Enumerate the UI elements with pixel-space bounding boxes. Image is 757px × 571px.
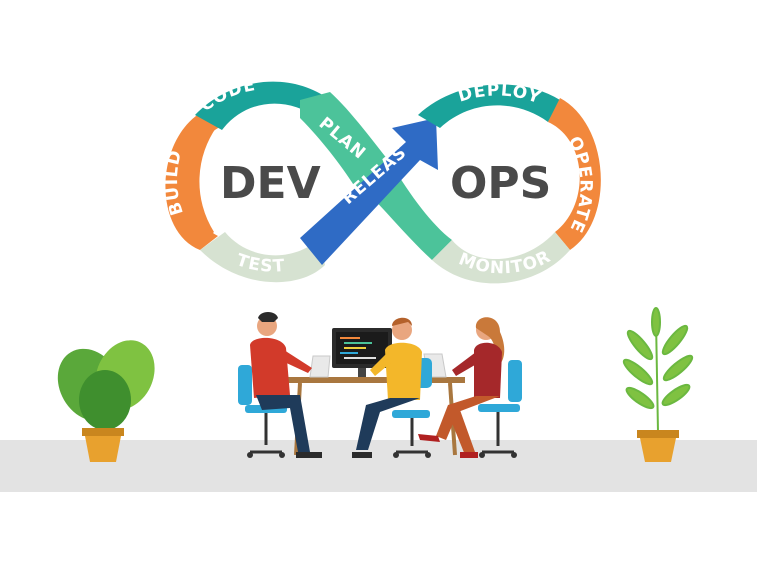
developer-red-shirt (238, 312, 322, 458)
segment-deploy (418, 84, 560, 128)
developer-red-jacket (418, 317, 522, 458)
segment-test (200, 232, 325, 283)
segment-release (300, 118, 438, 265)
developer-yellow-shirt (352, 317, 432, 458)
segment-operate (548, 98, 601, 250)
monitor (332, 328, 392, 377)
segment-code (195, 81, 330, 130)
plant-right (622, 307, 694, 433)
dev-word: DEV (220, 158, 321, 209)
segment-plan (300, 92, 392, 195)
segment-monitor (432, 232, 570, 284)
laptop-left (309, 355, 331, 378)
floor (0, 440, 757, 492)
segment-build-outer (165, 108, 222, 250)
infinity-loop: CODE BUILD TEST PLAN RELEASE DEPLOY OPER… (0, 0, 601, 284)
ops-word: OPS (450, 158, 551, 209)
plant-left (57, 340, 155, 462)
pot-right (637, 430, 679, 462)
